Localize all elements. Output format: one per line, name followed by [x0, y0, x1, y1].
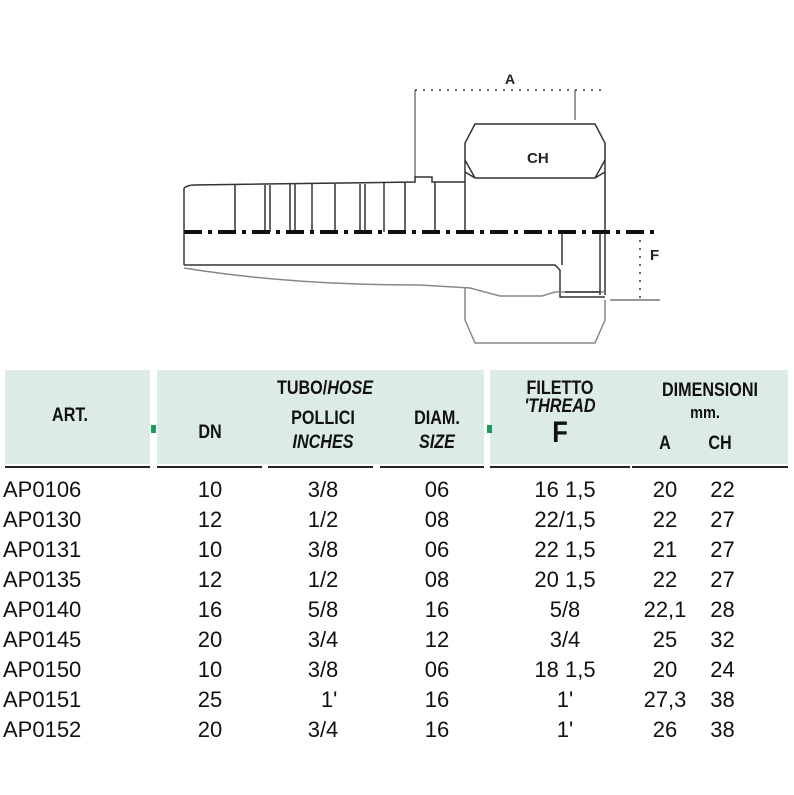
label-f: F: [650, 247, 659, 264]
cell-a: 20: [652, 657, 678, 682]
cell-dn: 10: [197, 477, 223, 502]
cell-art: AP0152: [3, 717, 82, 742]
cell-ch: 22: [710, 477, 735, 502]
cell-a: 22,1: [643, 597, 687, 622]
cell-art: AP0151: [3, 687, 82, 712]
cell-pollici: 1/2: [307, 567, 339, 592]
cell-pollici: 3/8: [307, 537, 339, 562]
cell-ch: 38: [710, 687, 735, 712]
table-row: AP0131 10 3/8 06 22 1,5 21 27: [0, 537, 794, 567]
cell-ch: 27: [710, 507, 735, 532]
cell-ch: 38: [710, 717, 735, 742]
cell-a: 21: [652, 537, 678, 562]
cell-pollici: 3/8: [307, 477, 339, 502]
header-art: ART.: [52, 405, 88, 426]
cell-art: AP0106: [3, 477, 82, 502]
cell-pollici: 5/8: [307, 597, 339, 622]
cell-ch: 32: [710, 627, 735, 652]
cell-dn: 12: [197, 507, 223, 532]
cell-diam: 16: [424, 717, 450, 742]
cell-dn: 12: [197, 567, 223, 592]
header-thread: 'THREAD: [524, 396, 596, 417]
cell-dn: 10: [197, 537, 223, 562]
cell-filetto: 5/8: [549, 597, 581, 622]
cell-filetto: 1': [556, 687, 574, 712]
header-diam: DIAM.: [414, 408, 460, 429]
header-ch: CH: [708, 433, 732, 454]
cell-diam: 08: [424, 567, 450, 592]
table-row: AP0106 10 3/8 06 16 1,5 20 22: [0, 477, 794, 507]
cell-filetto: 22/1,5: [534, 507, 596, 532]
header-mm: mm.: [690, 403, 720, 422]
table-row: AP0135 12 1/2 08 20 1,5 22 27: [0, 567, 794, 597]
cell-dn: 10: [197, 657, 223, 682]
table-row: AP0150 10 3/8 06 18 1,5 20 24: [0, 657, 794, 687]
cell-dn: 20: [197, 627, 223, 652]
cell-filetto: 3/4: [549, 627, 581, 652]
cell-a: 22: [652, 507, 678, 532]
table-row: AP0130 12 1/2 08 22/1,5 22 27: [0, 507, 794, 537]
cell-dn: 25: [197, 687, 223, 712]
table-row: AP0140 16 5/8 16 5/8 22,1 28: [0, 597, 794, 627]
table-row: AP0151 25 1' 16 1' 27,3 38: [0, 687, 794, 717]
label-a: A: [505, 71, 515, 87]
header-size: SIZE: [419, 432, 455, 453]
cell-pollici: 3/4: [307, 627, 339, 652]
cell-dn: 20: [197, 717, 223, 742]
header-tubo-hose: TUBO/HOSE: [276, 378, 374, 399]
cell-ch: 27: [710, 567, 735, 592]
header-dimensioni: DIMENSIONI: [661, 380, 758, 401]
cell-diam: 08: [424, 507, 450, 532]
cell-filetto: 1': [556, 717, 574, 742]
cell-diam: 06: [424, 537, 450, 562]
cell-art: AP0150: [3, 657, 82, 682]
table-row: AP0152 20 3/4 16 1' 26 38: [0, 717, 794, 747]
cell-art: AP0145: [3, 627, 82, 652]
cell-art: AP0135: [3, 567, 82, 592]
cell-diam: 06: [424, 657, 450, 682]
cell-diam: 12: [424, 627, 450, 652]
header-dn: DN: [198, 422, 222, 443]
cell-filetto: 20 1,5: [534, 567, 596, 592]
header-pollici: POLLICI: [291, 408, 355, 429]
cell-a: 22: [652, 567, 678, 592]
cell-filetto: 22 1,5: [534, 537, 596, 562]
fitting-drawing: A CH F: [183, 71, 660, 344]
cell-filetto: 18 1,5: [534, 657, 596, 682]
cell-art: AP0140: [3, 597, 82, 622]
cell-diam: 16: [424, 687, 450, 712]
cell-art: AP0130: [3, 507, 82, 532]
cell-pollici: 3/8: [307, 657, 339, 682]
header-filetto: FILETTO: [526, 378, 594, 399]
header-a: A: [659, 433, 671, 454]
cell-a: 27,3: [643, 687, 687, 712]
cell-diam: 16: [424, 597, 450, 622]
cell-dn: 16: [197, 597, 223, 622]
cell-pollici: 3/4: [307, 717, 339, 742]
cell-a: 26: [652, 717, 678, 742]
cell-a: 25: [652, 627, 678, 652]
cell-diam: 06: [424, 477, 450, 502]
cell-art: AP0131: [3, 537, 82, 562]
cell-pollici: 1/2: [307, 507, 339, 532]
cell-a: 20: [652, 477, 678, 502]
cell-ch: 27: [710, 537, 735, 562]
header-inches: INCHES: [292, 432, 354, 453]
cell-filetto: 16 1,5: [534, 477, 596, 502]
cell-ch: 28: [710, 597, 735, 622]
header-f: F: [552, 416, 568, 449]
cell-pollici: 1': [308, 687, 338, 712]
label-ch: CH: [527, 150, 549, 167]
cell-ch: 24: [710, 657, 735, 682]
table-row: AP0145 20 3/4 12 3/4 25 32: [0, 627, 794, 657]
